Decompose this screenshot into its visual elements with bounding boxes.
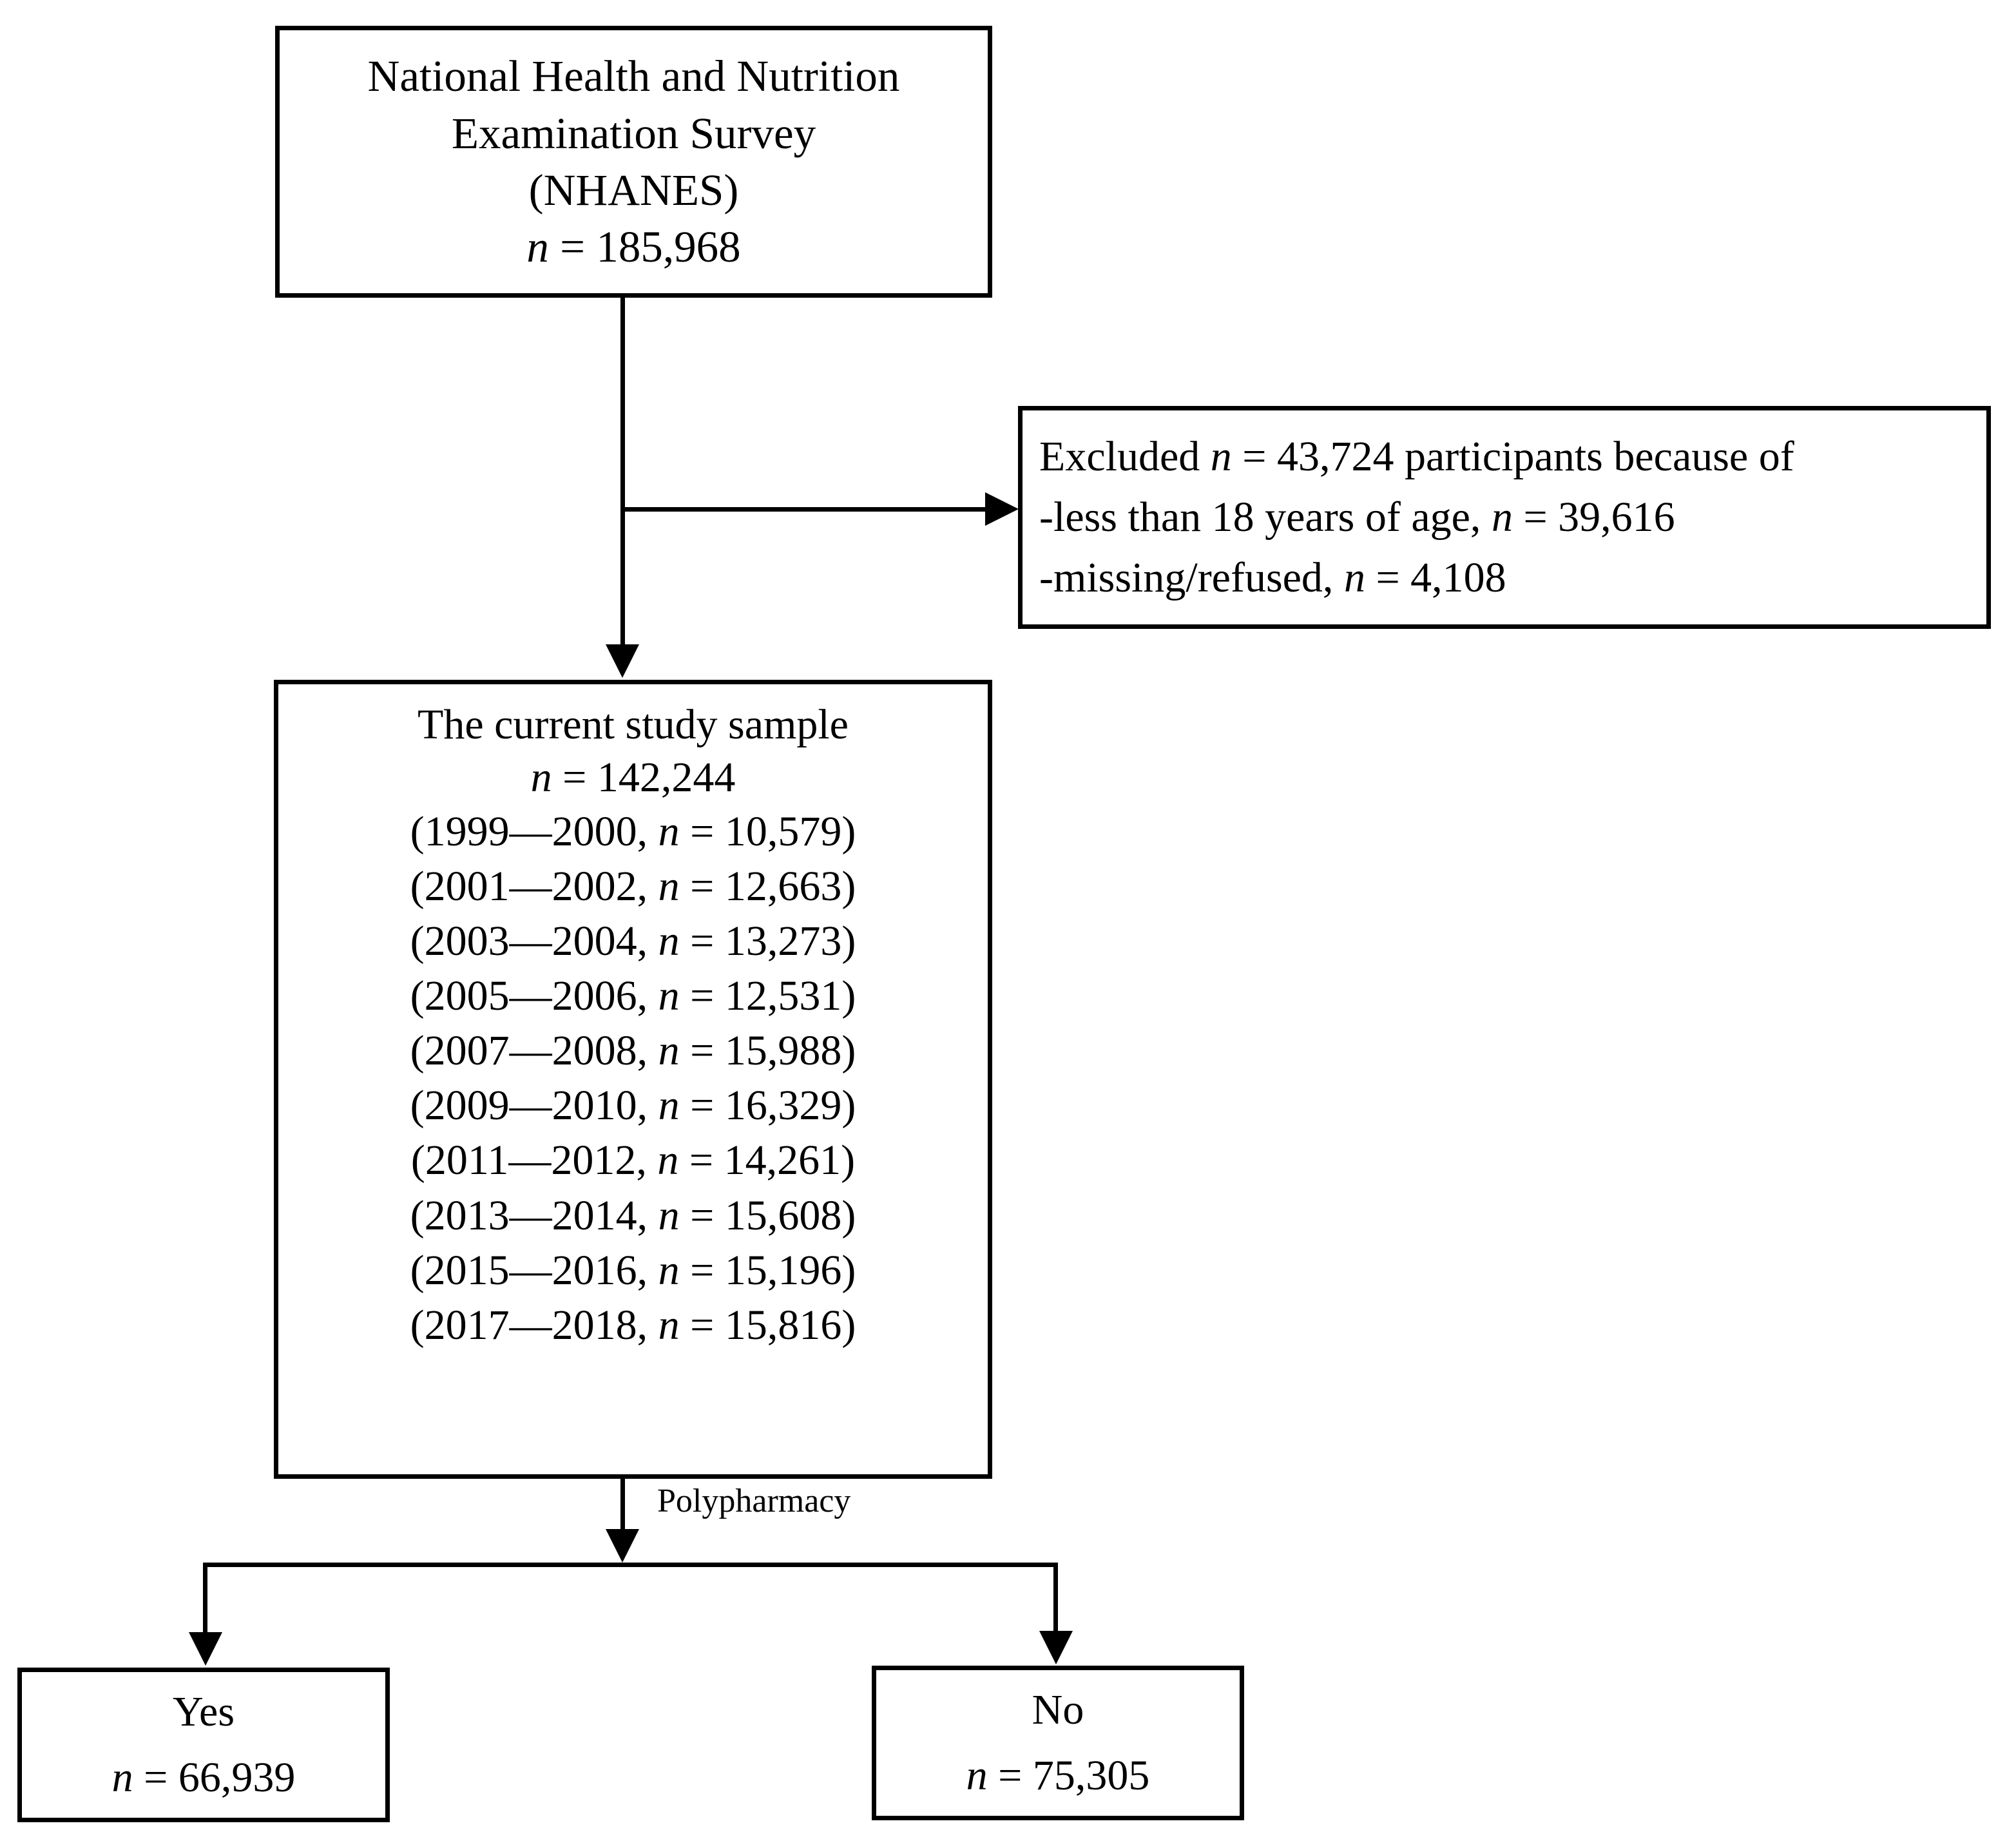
cycle-n-symbol: n [658, 1027, 680, 1075]
cycle-value-2007-2008: = 15,988) [679, 1027, 856, 1075]
cycle-years-2001-2002: (2001—2002, [410, 862, 658, 910]
source-line-3: (NHANES) [528, 166, 739, 215]
excluded-reason-missing-value: = 4,108 [1365, 553, 1506, 601]
connector-sample-to-split [620, 1479, 625, 1530]
yes-count: n = 66,939 [112, 1745, 296, 1811]
sample-cycle-row: (2013—2014, n = 15,608) [410, 1188, 856, 1243]
cycle-n-symbol: n [658, 1082, 680, 1130]
cycle-n-symbol: n [657, 1137, 679, 1184]
cycle-value-2001-2002: = 12,663) [679, 862, 856, 910]
cycle-value-2015-2016: = 15,196) [679, 1246, 856, 1294]
sample-n-value: = 142,244 [562, 753, 736, 801]
excluded-reason-age-value: = 39,616 [1512, 494, 1675, 541]
cycle-value-2013-2014: = 15,608) [679, 1191, 856, 1239]
cycle-value-1999-2000: = 10,579) [679, 807, 856, 855]
arrowhead-split-to-yes [189, 1632, 222, 1666]
node-source-population: National Health and Nutrition Examinatio… [275, 26, 992, 298]
sample-cycle-row: (2015—2016, n = 15,196) [410, 1243, 856, 1298]
yes-n-symbol: n [111, 1754, 133, 1801]
cycle-years-2013-2014: (2013—2014, [410, 1191, 658, 1239]
cycle-value-2009-2010: = 16,329) [679, 1082, 856, 1130]
excluded-reason-missing-n-symbol: n [1343, 553, 1365, 601]
excluded-reason-age-prefix: -less than 18 years of age, [1039, 494, 1492, 541]
source-line-1: National Health and Nutrition [367, 52, 900, 101]
cycle-years-2011-2012: (2011—2012, [410, 1137, 658, 1184]
edge-label-polypharmacy: Polypharmacy [657, 1483, 851, 1519]
no-n-symbol: n [966, 1752, 988, 1799]
no-count: n = 75,305 [966, 1743, 1150, 1809]
connector-split-to-no [1053, 1563, 1058, 1632]
sample-cycle-row: (2017—2018, n = 15,816) [410, 1298, 856, 1352]
arrowhead-sample-to-split [606, 1529, 639, 1563]
excluded-reason-age: -less than 18 years of age, n = 39,616 [1039, 487, 1675, 548]
cycle-years-2007-2008: (2007—2008, [410, 1027, 658, 1075]
no-n-value: = 75,305 [998, 1752, 1150, 1799]
sample-cycle-row: (2007—2008, n = 15,988) [410, 1023, 856, 1078]
connector-source-to-sample [620, 298, 625, 644]
source-n-value: = 185,968 [560, 222, 741, 272]
node-excluded-participants: Excluded n = 43,724 participants because… [1018, 406, 1991, 629]
node-polypharmacy-no: No n = 75,305 [872, 1666, 1244, 1820]
cycle-value-2005-2006: = 12,531) [679, 972, 856, 1020]
cycle-n-symbol: n [658, 1246, 680, 1294]
excluded-reason-missing-prefix: -missing/refused, [1039, 553, 1344, 601]
cycle-years-2017-2018: (2017—2018, [410, 1301, 658, 1349]
arrowhead-to-excluded [985, 492, 1019, 526]
cycle-value-2017-2018: = 15,816) [679, 1301, 856, 1349]
cycle-n-symbol: n [658, 807, 680, 855]
sample-cycle-row: (2003—2004, n = 13,273) [410, 914, 856, 968]
excluded-header-rest: = 43,724 participants because of [1231, 433, 1794, 481]
cycle-value-2011-2012: = 14,261) [678, 1137, 856, 1184]
cycle-n-symbol: n [658, 917, 680, 965]
sample-n-symbol: n [530, 753, 552, 801]
no-label: No [1032, 1686, 1084, 1733]
source-n-symbol: n [526, 222, 549, 272]
cycle-years-2009-2010: (2009—2010, [410, 1082, 658, 1130]
sample-cycle-row: (2001—2002, n = 12,663) [410, 859, 856, 914]
sample-cycle-row: (2009—2010, n = 16,329) [410, 1078, 856, 1133]
excluded-header-prefix: Excluded [1039, 433, 1211, 481]
connector-split-to-yes [203, 1563, 207, 1633]
sample-count: n = 142,244 [531, 751, 736, 804]
arrowhead-split-to-no [1039, 1631, 1073, 1664]
yes-n-value: = 66,939 [144, 1754, 296, 1801]
yes-label: Yes [172, 1688, 235, 1735]
cycle-years-2005-2006: (2005—2006, [410, 972, 658, 1020]
cycle-n-symbol: n [658, 1301, 680, 1349]
cycle-years-2003-2004: (2003—2004, [410, 917, 658, 965]
cycle-n-symbol: n [658, 862, 680, 910]
connector-to-excluded [620, 507, 988, 512]
source-count: n = 185,968 [526, 218, 740, 275]
excluded-header-n-symbol: n [1210, 433, 1232, 481]
cycle-n-symbol: n [658, 972, 680, 1020]
cycle-value-2003-2004: = 13,273) [679, 917, 856, 965]
arrowhead-source-to-sample [606, 644, 639, 678]
sample-cycle-row: (2011—2012, n = 14,261) [411, 1133, 855, 1188]
cycle-n-symbol: n [658, 1191, 680, 1239]
node-polypharmacy-yes: Yes n = 66,939 [17, 1668, 390, 1822]
cycle-years-2015-2016: (2015—2016, [410, 1246, 658, 1294]
excluded-reason-age-n-symbol: n [1491, 494, 1513, 541]
excluded-reason-missing: -missing/refused, n = 4,108 [1039, 548, 1506, 608]
split-bar [203, 1563, 1058, 1567]
cycle-years-1999-2000: (1999—2000, [410, 807, 658, 855]
sample-cycle-row: (2005—2006, n = 12,531) [410, 968, 856, 1023]
node-current-study-sample: The current study sample n = 142,244 (19… [274, 680, 992, 1479]
excluded-header: Excluded n = 43,724 participants because… [1039, 427, 1794, 487]
sample-cycle-row: (1999—2000, n = 10,579) [410, 804, 856, 859]
sample-title: The current study sample [418, 701, 849, 748]
source-line-2: Examination Survey [451, 108, 816, 158]
